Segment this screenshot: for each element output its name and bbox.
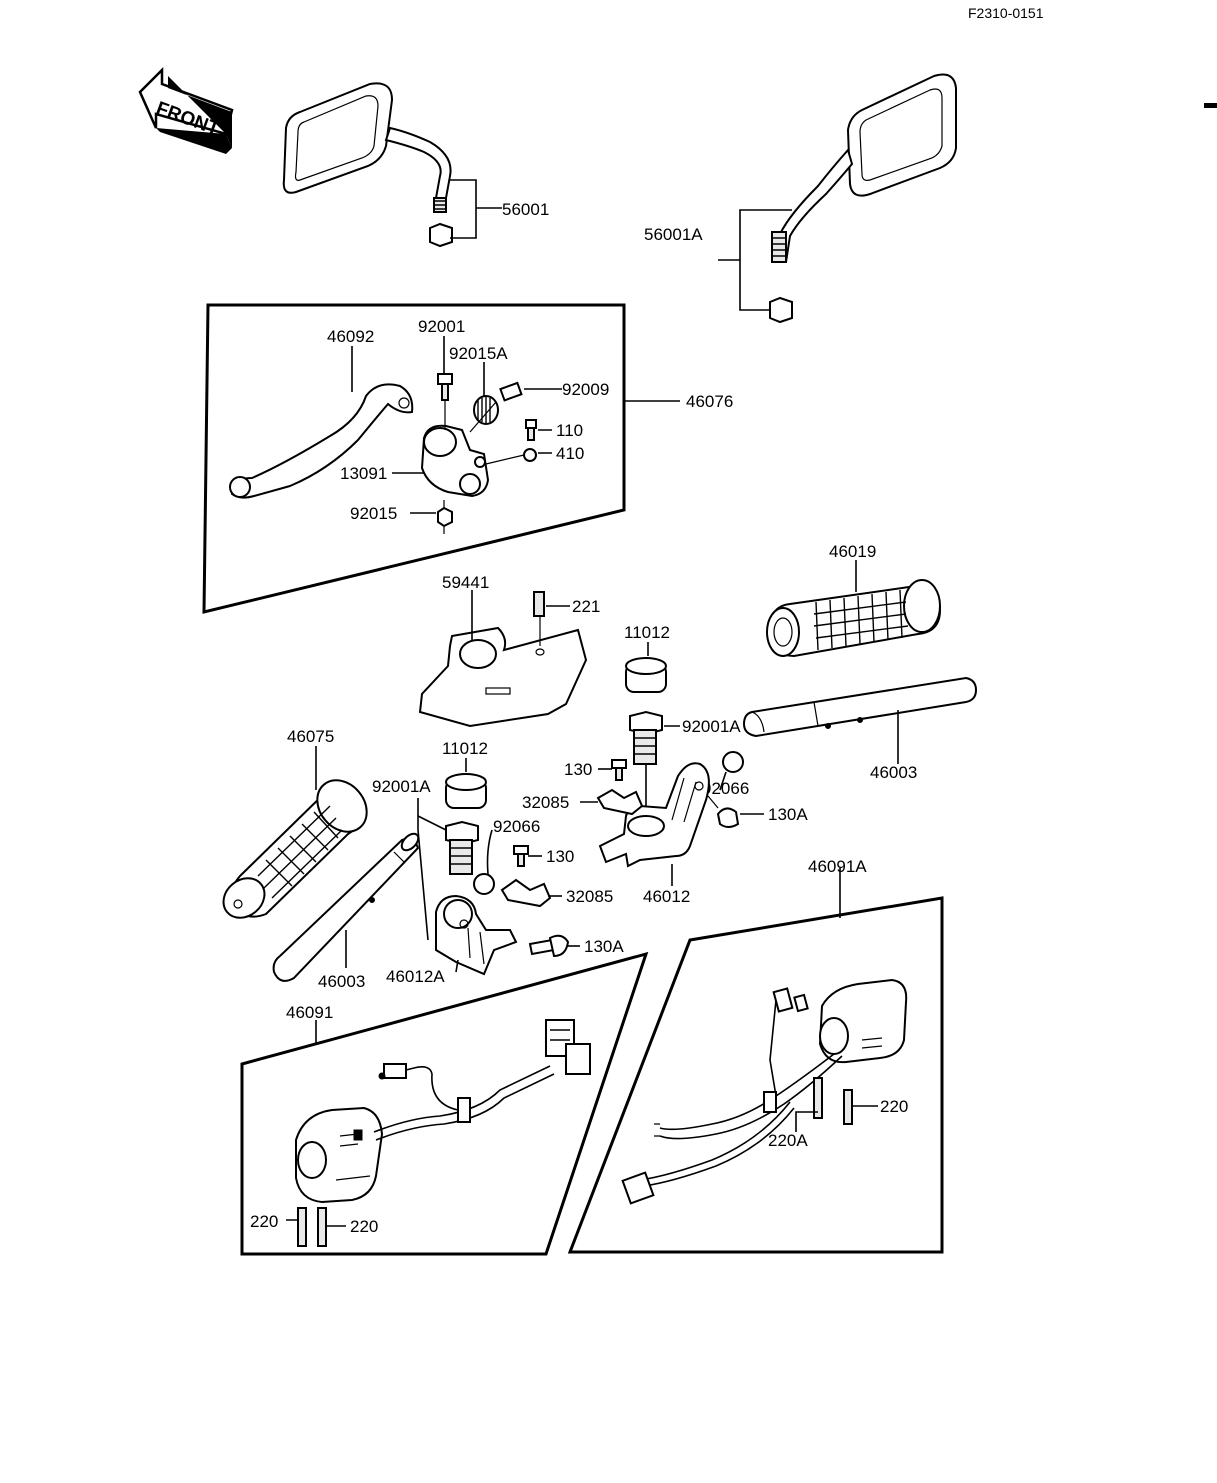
label-220A: 220A [768,1131,808,1150]
label-221: 221 [572,597,600,616]
label-92066-left: 92066 [493,817,540,836]
front-arrow: FRONT [138,66,234,154]
left-handlebar-switch: 46091 220 220 [250,1003,591,1247]
mirror-right: 56001A [644,73,957,324]
right-switch-box [567,896,944,1254]
screw-130-left: 130 [513,845,574,867]
label-410: 410 [556,444,584,463]
label-46076: 46076 [686,392,733,411]
plug-92066-left: 92066 [473,817,540,895]
edge-mark [1204,103,1217,108]
bolt-92001A-left: 92001A [372,777,479,941]
label-92001: 92001 [418,317,465,336]
holder-46012: 46012 [598,762,710,906]
label-56001A: 56001A [644,225,703,244]
label-220-left-a: 220 [250,1212,278,1231]
handlebar-cover: 59441 221 [418,573,600,728]
label-130A-right: 130A [768,805,808,824]
label-130-right: 130 [564,760,592,779]
label-92015: 92015 [350,504,397,523]
label-46091A: 46091A [808,857,867,876]
holder-46012A: 46012A [386,894,518,986]
label-46092: 46092 [327,327,374,346]
label-56001: 56001 [502,200,549,219]
cap-left: 11012 [442,739,488,809]
label-46019: 46019 [829,542,876,561]
label-59441: 59441 [442,573,489,592]
label-46003-left: 46003 [318,972,365,991]
label-46075: 46075 [287,727,334,746]
screw-130A-right: 130A [707,795,808,828]
label-220-left-b: 220 [350,1217,378,1236]
right-handlebar-switch: 46091A 220 220A [621,857,908,1205]
label-130A-left: 130A [584,937,624,956]
left-switch-box [240,951,649,1256]
label-130-left: 130 [546,847,574,866]
diagram-code: F2310-0151 [968,5,1044,21]
cap-right: 11012 [624,623,670,693]
bolt-92001A-right: 92001A [629,710,741,820]
mirror-left: 56001 [282,82,549,248]
handlebar-right: 46003 [742,676,978,782]
label-46012: 46012 [643,887,690,906]
screw-130A-left: 130A [528,934,624,958]
clamp-32085-right: 32085 [522,788,644,816]
screw-130-right: 130 [564,759,627,781]
grip-left: 46075 [222,727,368,919]
label-92001A-right: 92001A [682,717,741,736]
label-46003-right: 46003 [870,763,917,782]
label-220-right: 220 [880,1097,908,1116]
handlebar-left: 46003 [272,832,420,991]
label-32085-right: 32085 [522,793,569,812]
label-92066-right: 92066 [702,779,749,798]
label-92015A: 92015A [449,344,508,363]
label-46091: 46091 [286,1003,333,1022]
clutch-lever-box [202,303,626,614]
label-92009: 92009 [562,380,609,399]
label-11012-right: 11012 [624,623,670,642]
label-11012-left: 11012 [442,739,488,758]
clamp-32085-left: 32085 [500,878,613,908]
label-92001A-left: 92001A [372,777,431,796]
label-32085-left: 32085 [566,887,613,906]
clutch-lever-assembly: 46092 92001 92015A 92009 46076 110 410 1… [229,317,733,534]
label-13091: 13091 [340,464,387,483]
plug-92066-right: 92066 [702,751,749,798]
label-46012A: 46012A [386,967,445,986]
label-110: 110 [556,421,583,440]
throttle-grip-right: 46019 [766,542,942,658]
